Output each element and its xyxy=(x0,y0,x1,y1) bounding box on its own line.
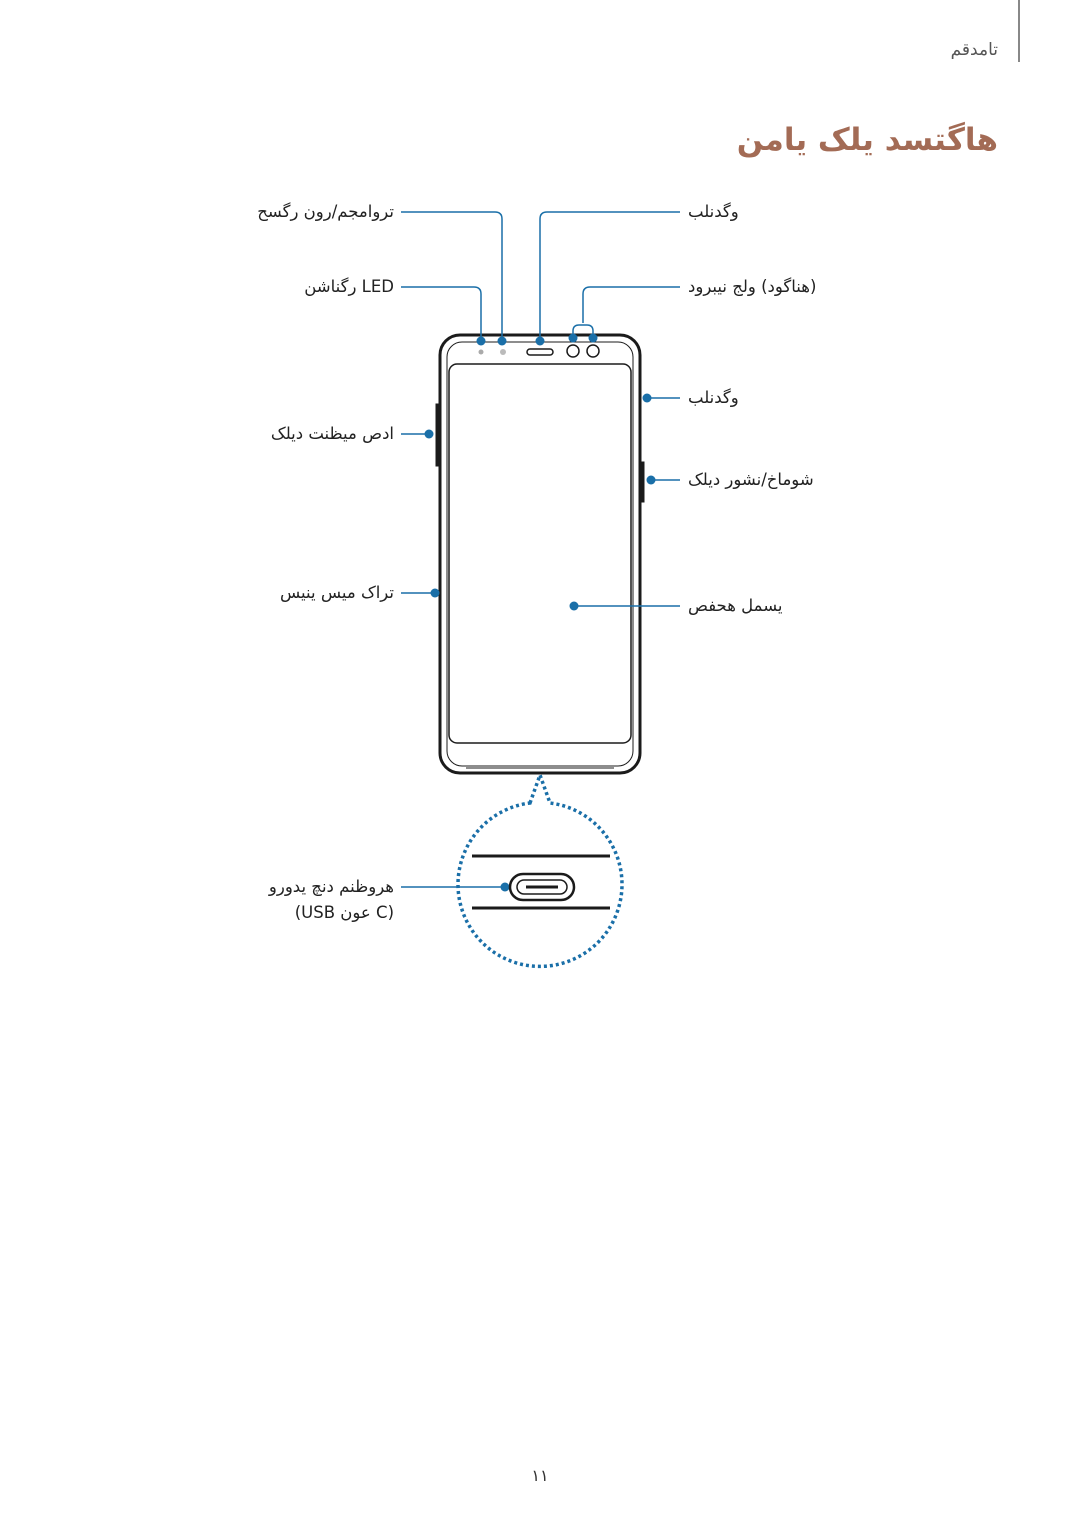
sensor-dot xyxy=(500,349,506,355)
label-touchscreen: یسمل هحفص xyxy=(688,596,783,615)
page-title: هاگتسد یلک یامن xyxy=(736,122,998,158)
label-speaker-top: وگدنلب xyxy=(688,202,739,221)
section-header: تامدقم xyxy=(950,40,998,60)
label-power-key: شوماخ/نشور دیلک xyxy=(688,470,814,489)
phone-body xyxy=(435,333,645,775)
page-number: ۱۱ xyxy=(531,1466,549,1485)
label-speaker-side: وگدنلب xyxy=(688,388,739,407)
label-usb-type: (C عون USB) xyxy=(294,903,394,922)
callout-dots xyxy=(424,333,656,892)
label-front-camera: (هناگود) ولج نیبرود xyxy=(688,277,817,296)
label-volume-key: ادص میظنت دیلک xyxy=(270,424,394,443)
usb-port-detail xyxy=(472,854,610,910)
usb-zoom-callout xyxy=(456,769,624,969)
label-sim-tray: تراک میس ینیس xyxy=(280,583,394,602)
label-proximity-sensor: تروامجم/رون رگسح xyxy=(257,202,394,221)
label-usb-connector: هروظنم دنچ یدورو xyxy=(268,877,394,896)
label-led: LED رگناشن xyxy=(304,277,394,296)
header-rule xyxy=(1018,0,1020,62)
led-dot xyxy=(478,349,484,355)
callout-lines xyxy=(401,211,680,888)
